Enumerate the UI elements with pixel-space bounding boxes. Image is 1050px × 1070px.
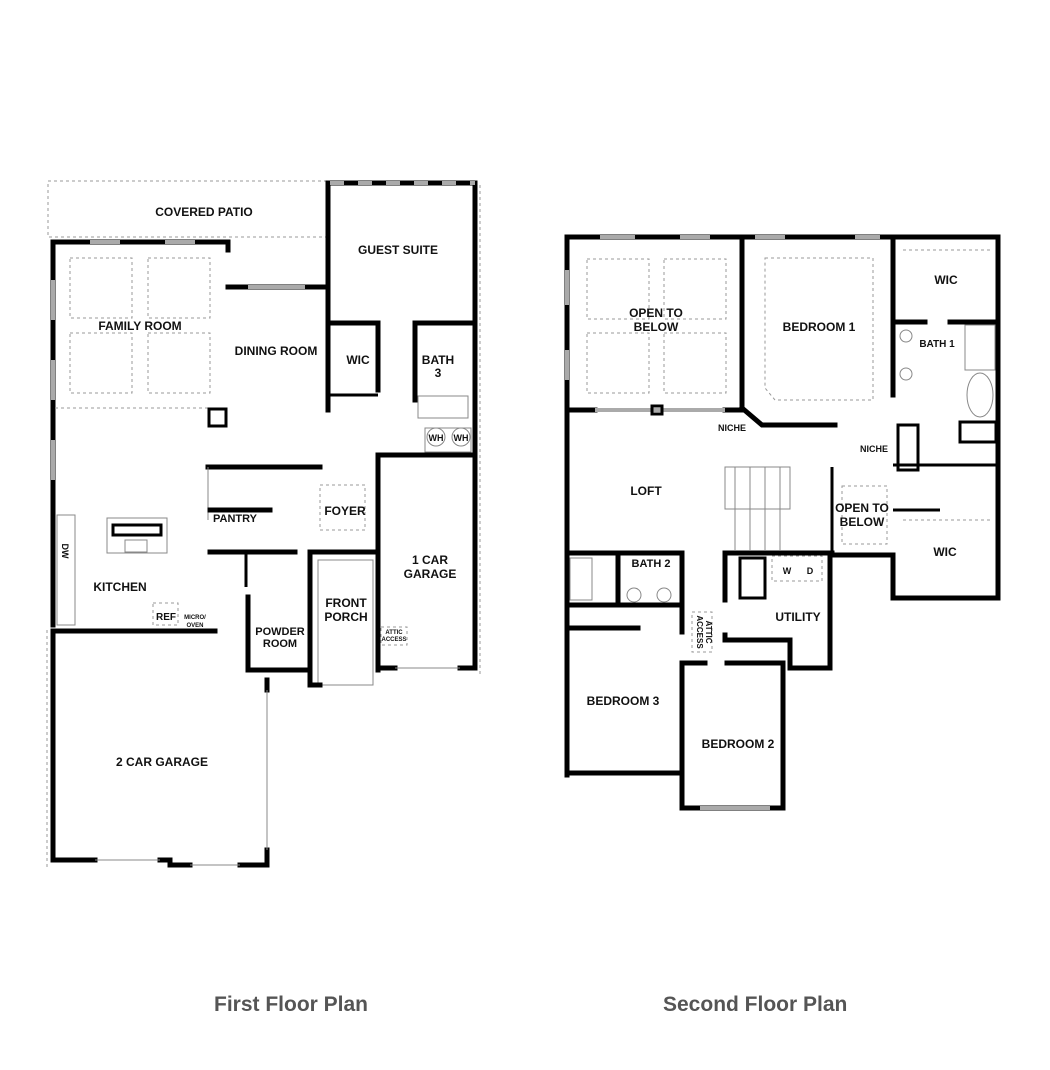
room-family-room: FAMILY ROOM bbox=[98, 319, 181, 333]
room-foyer: FOYER bbox=[324, 504, 366, 518]
room-bedroom2: BEDROOM 2 bbox=[702, 737, 775, 751]
room-wic-top: WIC bbox=[934, 273, 958, 287]
attic-access-2-line1: ATTIC bbox=[704, 621, 713, 644]
niche-2: NICHE bbox=[860, 444, 888, 454]
niche-1: NICHE bbox=[718, 423, 746, 433]
attic-access-1-line2: ACCESS bbox=[381, 637, 406, 643]
second-floor-caption: Second Floor Plan bbox=[663, 993, 848, 1016]
room-pantry: PANTRY bbox=[213, 513, 258, 525]
open-below-1-line1: OPEN TO bbox=[629, 306, 683, 320]
room-loft: LOFT bbox=[630, 484, 662, 498]
open-below-1-line2: BELOW bbox=[634, 320, 679, 334]
room-powder-line1: POWDER bbox=[255, 626, 305, 638]
room-covered-patio: COVERED PATIO bbox=[155, 205, 253, 219]
open-below-2-line1: OPEN TO bbox=[835, 501, 889, 515]
washer: W bbox=[783, 566, 792, 576]
first-floor-plan bbox=[46, 180, 481, 868]
room-dining-room: DINING ROOM bbox=[235, 344, 318, 358]
dishwasher: DW bbox=[60, 544, 70, 559]
room-bath3-line1: BATH bbox=[422, 353, 454, 367]
room-wic-bottom: WIC bbox=[933, 545, 957, 559]
room-front-porch-line1: FRONT bbox=[325, 596, 367, 610]
room-bath1: BATH 1 bbox=[919, 339, 955, 350]
room-front-porch-line2: PORCH bbox=[324, 610, 367, 624]
room-bedroom3: BEDROOM 3 bbox=[587, 694, 660, 708]
room-kitchen: KITCHEN bbox=[93, 580, 146, 594]
refrigerator: REF bbox=[156, 612, 176, 623]
room-two-car-garage: 2 CAR GARAGE bbox=[116, 755, 208, 769]
attic-access-2-line2: ACCESS bbox=[695, 615, 704, 649]
microwave-oven-line2: OVEN bbox=[186, 623, 203, 629]
room-guest-suite: GUEST SUITE bbox=[358, 243, 438, 257]
room-one-car-garage-line1: 1 CAR bbox=[412, 553, 448, 567]
water-heater-2: WH bbox=[454, 433, 469, 443]
room-bath3-line2: 3 bbox=[435, 366, 442, 380]
second-floor-plan bbox=[564, 234, 1001, 811]
room-bath2: BATH 2 bbox=[632, 558, 671, 570]
water-heater-1: WH bbox=[429, 433, 444, 443]
room-one-car-garage-line2: GARAGE bbox=[404, 567, 457, 581]
attic-access-1-line1: ATTIC bbox=[385, 630, 403, 636]
room-bedroom1: BEDROOM 1 bbox=[783, 320, 856, 334]
dryer: D bbox=[807, 566, 814, 576]
room-wic: WIC bbox=[346, 353, 370, 367]
room-utility: UTILITY bbox=[775, 610, 820, 624]
room-powder-line2: ROOM bbox=[263, 638, 297, 650]
microwave-oven-line1: MICRO/ bbox=[184, 615, 206, 621]
first-floor-caption: First Floor Plan bbox=[214, 993, 369, 1016]
open-below-2-line2: BELOW bbox=[840, 515, 885, 529]
